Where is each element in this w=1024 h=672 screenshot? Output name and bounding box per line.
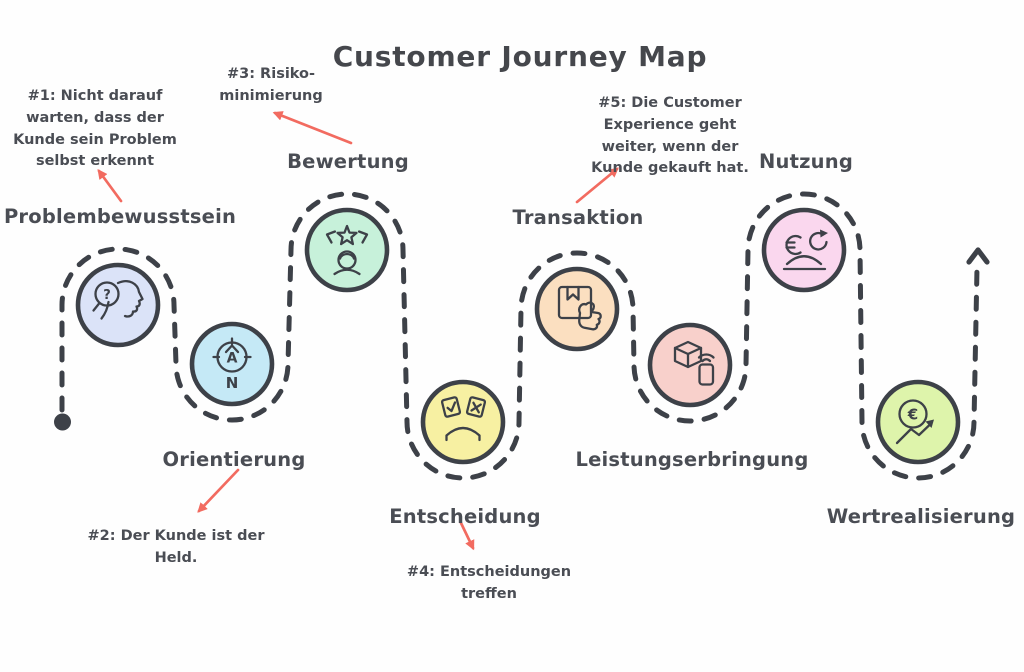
stage-circle-orientierung <box>189 321 275 407</box>
annotation-2-line: Held. <box>154 549 198 566</box>
journey-dashed-path <box>59 191 980 481</box>
delivery-box-phone-icon <box>673 340 715 386</box>
annotation-arrow-4 <box>459 521 475 551</box>
stage-node-leistungserbringung <box>647 322 733 408</box>
annotation-5-line: weiter, wenn der <box>601 138 739 155</box>
stage-label-bewertung: Bewertung <box>287 150 409 173</box>
annotation-arrow-3 <box>272 111 353 145</box>
customer-review-stars-icon <box>325 224 369 276</box>
stage-circle-transaktion <box>534 266 620 352</box>
stage-node-transaktion <box>534 266 620 352</box>
annotation-5-line: Kunde gekauft hat. <box>591 160 749 177</box>
euro-growth-icon: € <box>895 399 934 445</box>
stage-node-entscheidung <box>420 379 506 465</box>
stage-circle-nutzung <box>761 207 847 293</box>
annotation-1: #1: Nicht darauf warten, dass der Kunde … <box>13 86 177 173</box>
path-start-dot <box>54 413 71 431</box>
stage-label-nutzung: Nutzung <box>759 150 853 173</box>
svg-text:€: € <box>907 406 918 424</box>
annotation-4: #4: Entscheidungen treffen <box>407 562 571 606</box>
stage-node-orientierung: A N <box>189 321 275 407</box>
package-thumbs-up-icon <box>557 285 602 331</box>
stage-node-wertrealisierung: € <box>875 379 961 465</box>
annotation-1-line: selbst erkennt <box>35 153 155 170</box>
svg-text:N: N <box>226 374 239 392</box>
annotation-5: #5: Die Customer Experience geht weiter,… <box>591 93 749 180</box>
annotation-2: #2: Der Kunde ist der Held. <box>88 526 265 570</box>
stage-node-nutzung <box>761 207 847 293</box>
annotation-1-line: #1: Nicht darauf <box>27 88 163 104</box>
compass-icon: A N <box>212 337 252 392</box>
stage-label-wertrealisierung: Wertrealisierung <box>826 505 1016 528</box>
annotation-5-line: Experience geht <box>603 116 737 133</box>
annotation-2-line: #2: Der Kunde ist der <box>87 528 265 544</box>
stage-label-orientierung: Orientierung <box>162 448 306 471</box>
annotation-arrow-5 <box>575 167 619 204</box>
page-title: Customer Journey Map <box>332 40 708 73</box>
stage-node-bewertung <box>304 207 390 293</box>
decision-ballots-icon <box>440 396 487 442</box>
service-refresh-icon <box>782 229 828 271</box>
annotation-4-line: treffen <box>461 585 517 602</box>
stage-label-leistungserbringung: Leistungserbringung <box>575 448 809 471</box>
annotation-arrow-1 <box>97 168 123 203</box>
head-question-search-icon: ? <box>92 280 144 320</box>
annotation-3-line: #3: Risiko- <box>226 66 316 82</box>
stage-circle-bewertung <box>304 207 390 293</box>
annotation-4-line: #4: Entscheidungen <box>406 564 572 580</box>
svg-text:?: ? <box>103 288 111 303</box>
annotation-3: #3: Risiko- minimierung <box>219 64 322 108</box>
annotation-arrow-2 <box>197 468 240 513</box>
svg-text:A: A <box>227 351 238 367</box>
stage-label-entscheidung: Entscheidung <box>389 505 541 528</box>
annotation-5-line: #5: Die Customer <box>598 95 742 111</box>
stage-label-transaktion: Transaktion <box>512 206 644 229</box>
stage-node-problembewusstsein: ? <box>75 262 161 348</box>
stage-circle-problembewusstsein <box>75 262 161 348</box>
annotation-arrows <box>97 111 619 551</box>
annotation-1-line: Kunde sein Problem <box>13 131 177 148</box>
annotation-3-line: minimierung <box>219 87 323 104</box>
path-end-arrow-icon <box>966 247 990 265</box>
stage-circle-entscheidung <box>420 379 506 465</box>
stage-label-problembewusstsein: Problembewusstsein <box>3 205 237 228</box>
annotation-1-line: warten, dass der <box>26 109 164 126</box>
